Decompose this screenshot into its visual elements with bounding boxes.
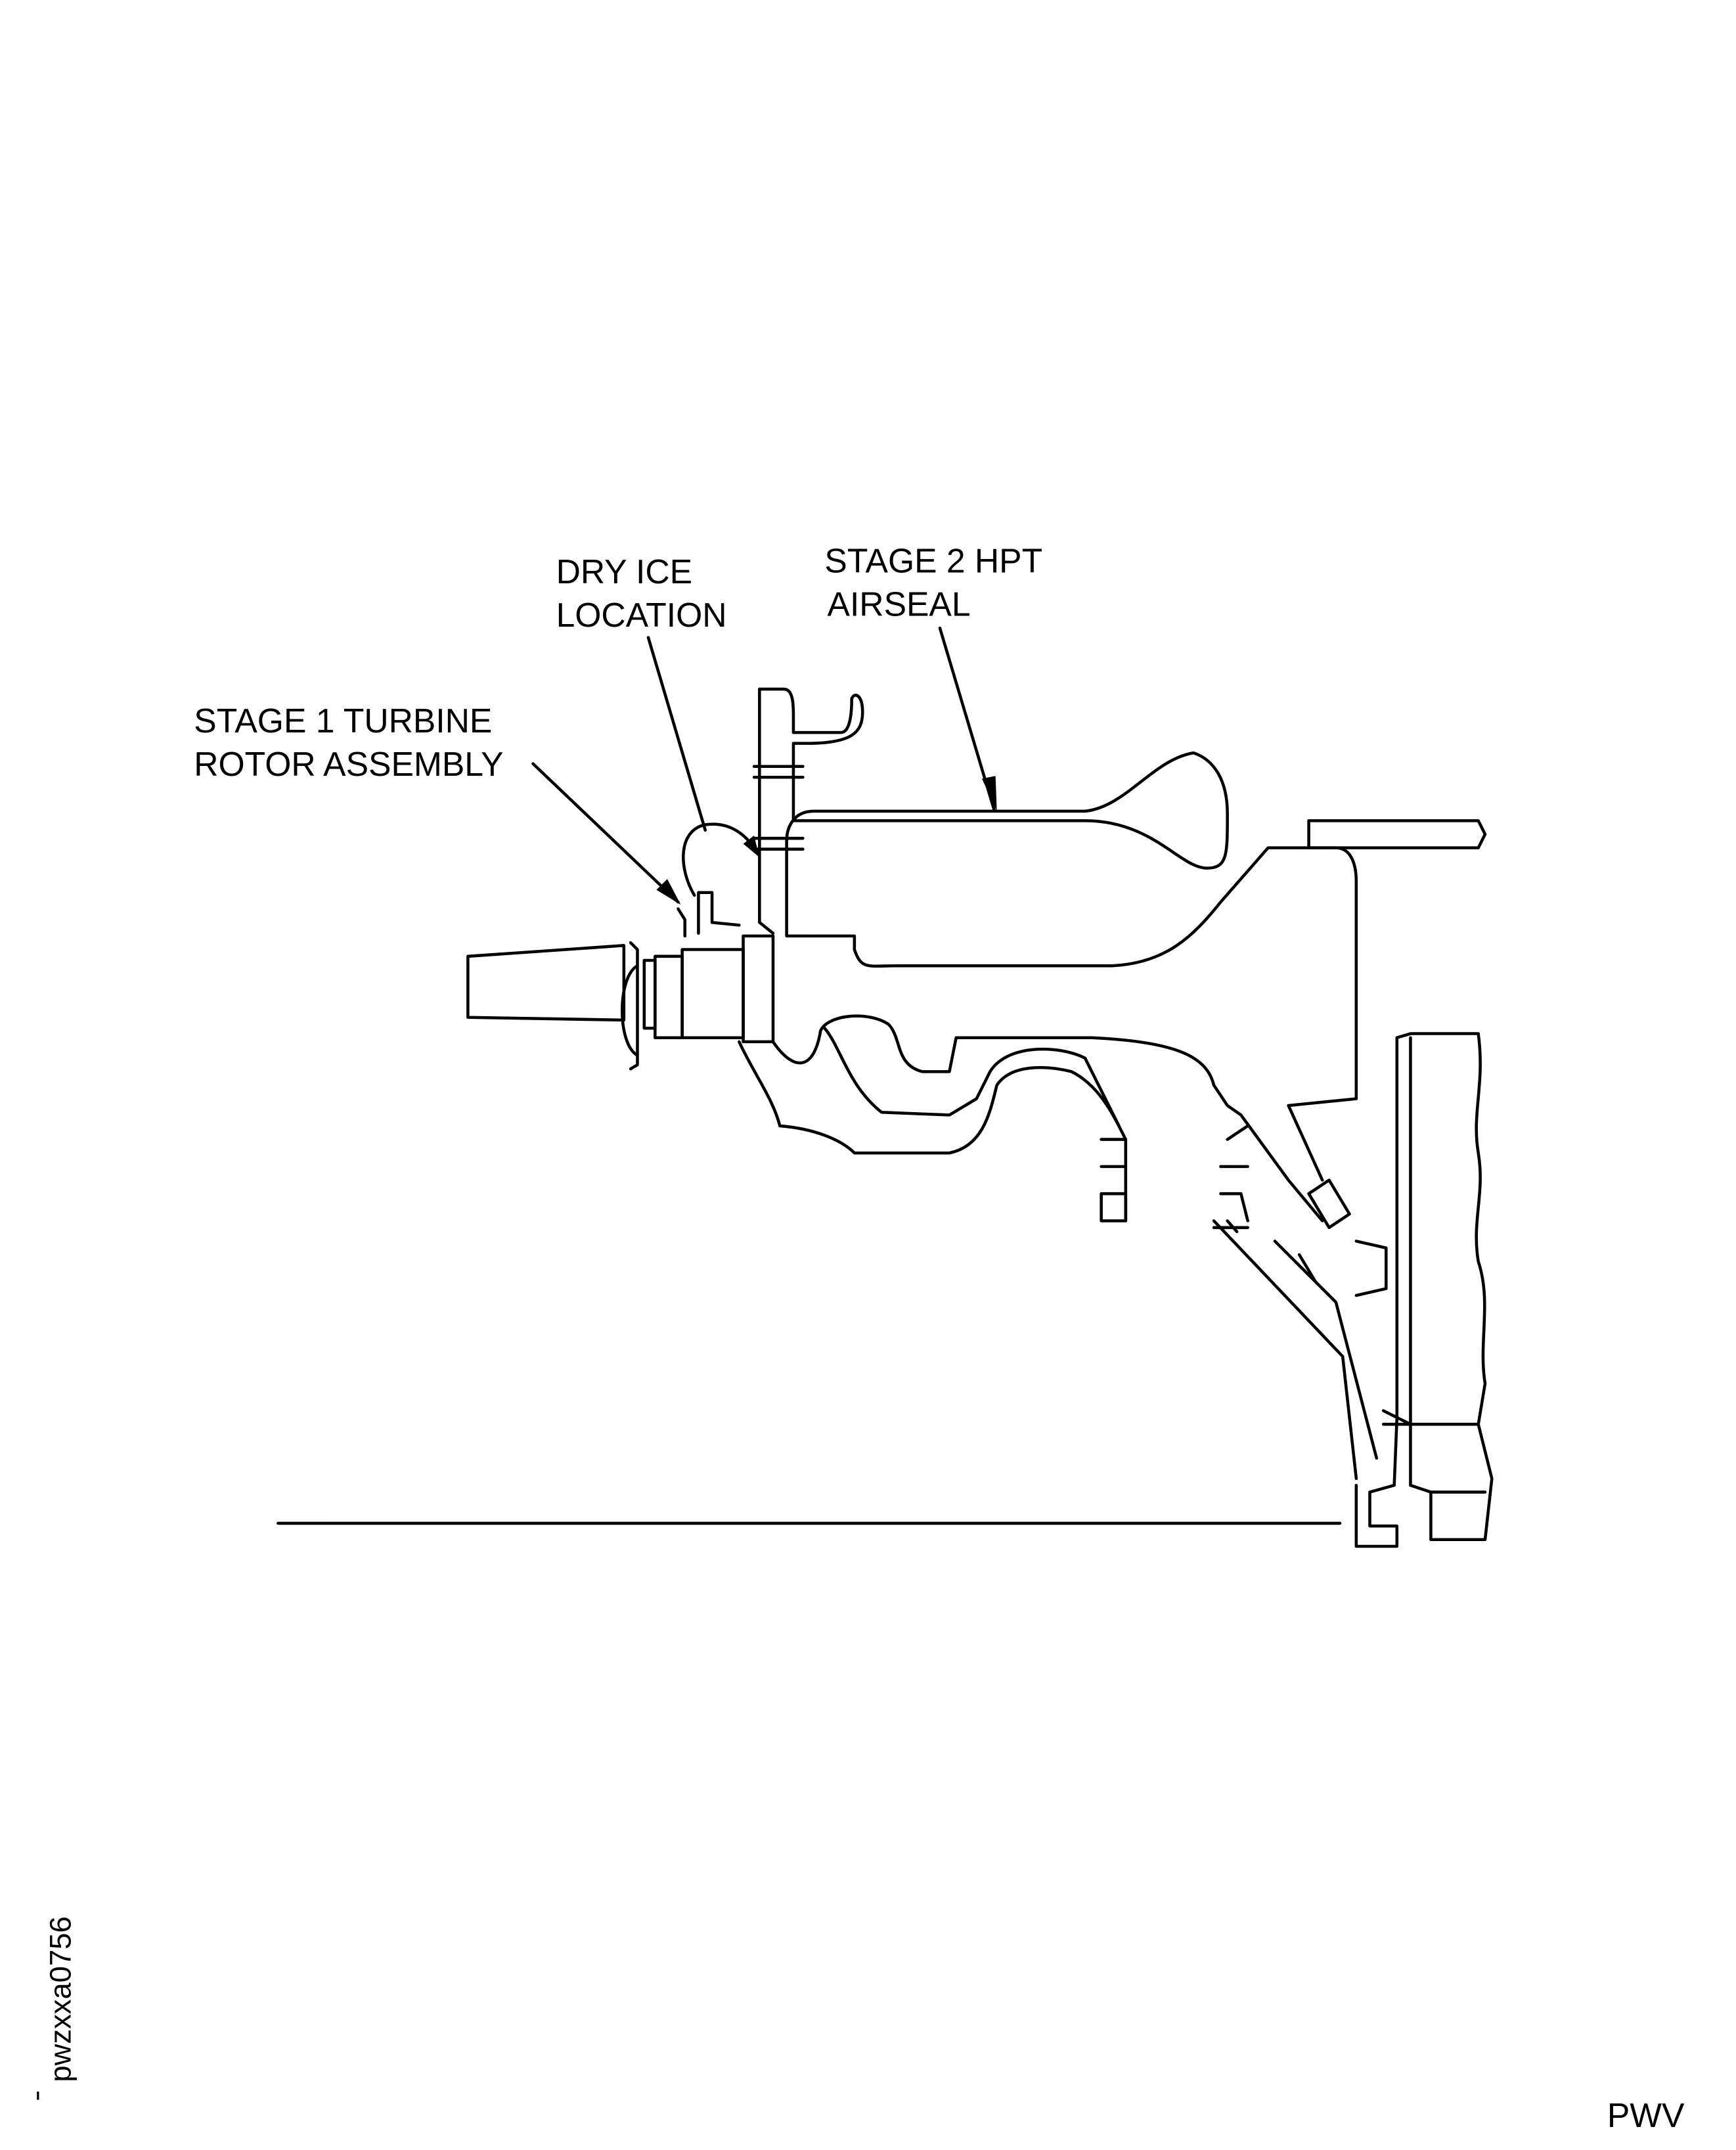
stage1-rotor-label-line2: ROTOR ASSEMBLY [194, 745, 503, 783]
leader-stage2-airseal [938, 626, 997, 812]
leader-stage1-rotor [531, 762, 681, 905]
dry-ice-label-line1: DRY ICE [556, 552, 692, 591]
hpt-section-drawing [277, 687, 1494, 1548]
stage2-airseal-label-line2: AIRSEAL [828, 585, 971, 623]
figure-id: pwzxxa0756 [43, 1916, 77, 2082]
leader-dry-ice [646, 636, 760, 897]
stage2-airseal-label-line1: STAGE 2 HPT [824, 541, 1042, 579]
corner-code: PWV [1607, 2096, 1685, 2134]
stage1-rotor-label-line1: STAGE 1 TURBINE [194, 702, 492, 740]
dry-ice-label-line2: LOCATION [556, 596, 727, 634]
